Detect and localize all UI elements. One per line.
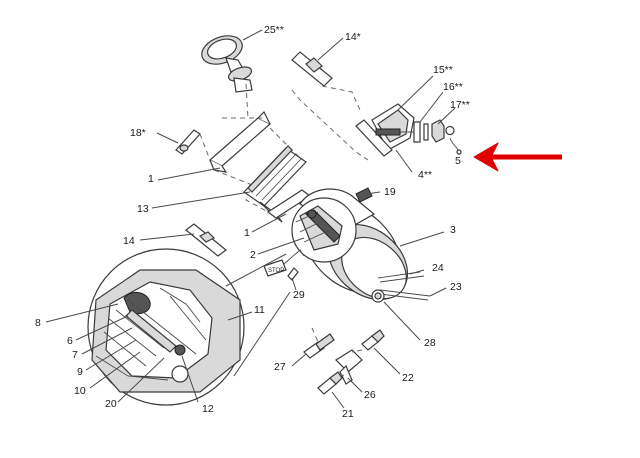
part-14-top-flange [291, 51, 333, 87]
part-23-hose [379, 289, 431, 301]
part-5-clip [449, 137, 462, 155]
stop-tag-text: STOP [268, 268, 284, 274]
part-1-upper-bracket [208, 110, 272, 173]
callout-labels: 25** 14* 15** 16** 17** 18* 4** 5 1 19 1… [35, 24, 470, 420]
label-part-25: 25** [264, 24, 284, 36]
label-part-13: 13 [137, 203, 149, 215]
label-part-12: 12 [202, 403, 214, 415]
label-part-1-lower: 1 [244, 227, 250, 239]
part-22-elbow [361, 329, 385, 351]
part-13-drum [243, 145, 307, 223]
label-part-14-top: 14* [345, 31, 361, 43]
part-29-stop-tag: STOP [263, 249, 305, 281]
part-16-rod [374, 121, 429, 143]
label-part-15: 15** [433, 64, 453, 76]
label-part-9: 9 [77, 366, 83, 378]
part-2-detail-circle [291, 197, 357, 263]
section-detail-view [87, 248, 245, 406]
label-part-27: 27 [274, 361, 286, 373]
part-25-cap [201, 35, 253, 93]
label-part-7: 7 [72, 349, 78, 361]
part-4-plate [355, 119, 393, 157]
label-part-22: 22 [402, 372, 414, 384]
label-part-11: 11 [254, 304, 265, 316]
part-18-pin [175, 129, 201, 155]
label-part-26: 26 [364, 389, 376, 401]
label-part-16: 16** [443, 81, 463, 93]
label-part-19: 19 [384, 186, 396, 198]
label-part-14-lower: 14 [123, 235, 135, 247]
part-19-fitting [355, 187, 373, 203]
part-17-nut [431, 119, 455, 143]
label-part-10: 10 [74, 385, 86, 397]
label-part-2: 2 [250, 249, 256, 261]
label-part-23: 23 [450, 281, 462, 293]
part-21-connector [317, 371, 343, 395]
label-part-28: 28 [424, 337, 436, 349]
label-part-21: 21 [342, 408, 354, 420]
label-part-8: 8 [35, 317, 41, 329]
label-part-5: 5 [455, 155, 461, 167]
label-part-24: 24 [432, 262, 444, 274]
label-part-18: 18* [130, 127, 146, 139]
arrow-left-icon [473, 142, 562, 172]
label-part-3: 3 [450, 224, 456, 236]
label-part-17: 17** [450, 99, 470, 111]
part-14-lower-flange [185, 223, 227, 257]
part-28-fitting [371, 289, 385, 303]
label-part-20: 20 [105, 398, 117, 410]
label-part-6: 6 [67, 335, 73, 347]
label-part-4: 4** [418, 169, 432, 181]
label-part-1-upper: 1 [148, 173, 154, 185]
label-part-29: 29 [293, 289, 305, 301]
part-27-fitting [303, 333, 335, 359]
